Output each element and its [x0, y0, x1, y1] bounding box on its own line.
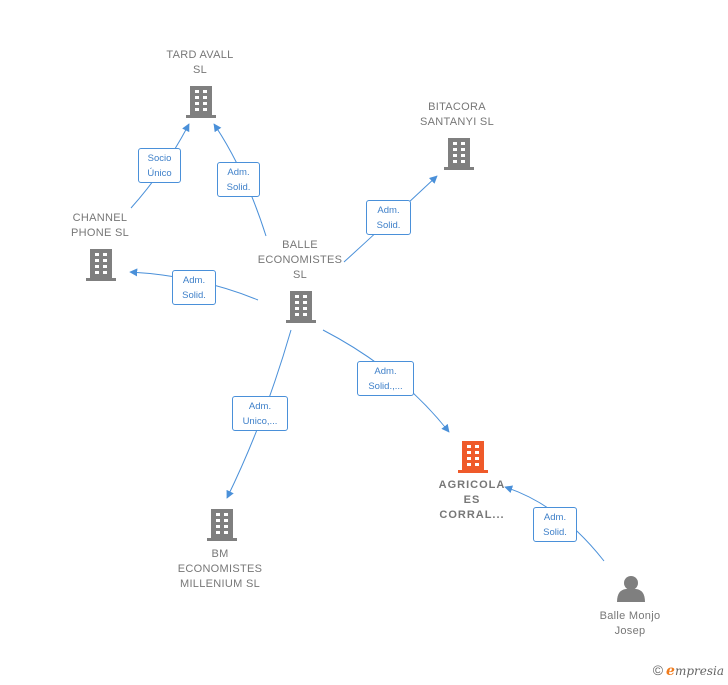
edge-label-adm-solid-more[interactable]: Adm. Solid.,... [357, 361, 414, 396]
node-label-channel-phone[interactable]: CHANNEL PHONE SL [70, 212, 130, 239]
building-icon[interactable] [444, 138, 474, 170]
edge-label-adm-solid[interactable]: Adm. Solid. [172, 270, 216, 305]
edge-label-adm-solid[interactable]: Adm. Solid. [533, 507, 577, 542]
node-label-tard-avall[interactable]: TARD AVALL SL [166, 49, 234, 76]
edge-label-adm-solid[interactable]: Adm. Solid. [217, 162, 260, 197]
building-icon[interactable] [86, 249, 116, 281]
brand-logo-letter: e [666, 663, 675, 679]
copyright-symbol: © [652, 662, 664, 678]
person-icon[interactable] [617, 576, 645, 602]
edge-label-socio-unico[interactable]: Socio Único [138, 148, 181, 183]
brand-name: mpresia [674, 664, 724, 678]
building-icon[interactable] [207, 509, 237, 541]
building-icon-highlighted[interactable] [458, 441, 488, 473]
node-label-bitacora[interactable]: BITACORA SANTANYI SL [419, 101, 494, 128]
edge-label-adm-unico-more[interactable]: Adm. Unico,... [232, 396, 288, 431]
node-label-bm-economistes[interactable]: BM ECONOMISTES MILLENIUM SL [177, 548, 263, 590]
node-label-balle-economistes[interactable]: BALLE ECONOMISTES SL [257, 239, 343, 281]
edge-label-adm-solid[interactable]: Adm. Solid. [366, 200, 411, 235]
node-label-person[interactable]: Balle Monjo Josep [599, 610, 661, 637]
node-label-agricola[interactable]: AGRICOLA ES CORRAL... [438, 479, 506, 521]
building-icon[interactable] [286, 291, 316, 323]
footer-brand: ©empresia [653, 662, 724, 679]
building-icon[interactable] [186, 86, 216, 118]
